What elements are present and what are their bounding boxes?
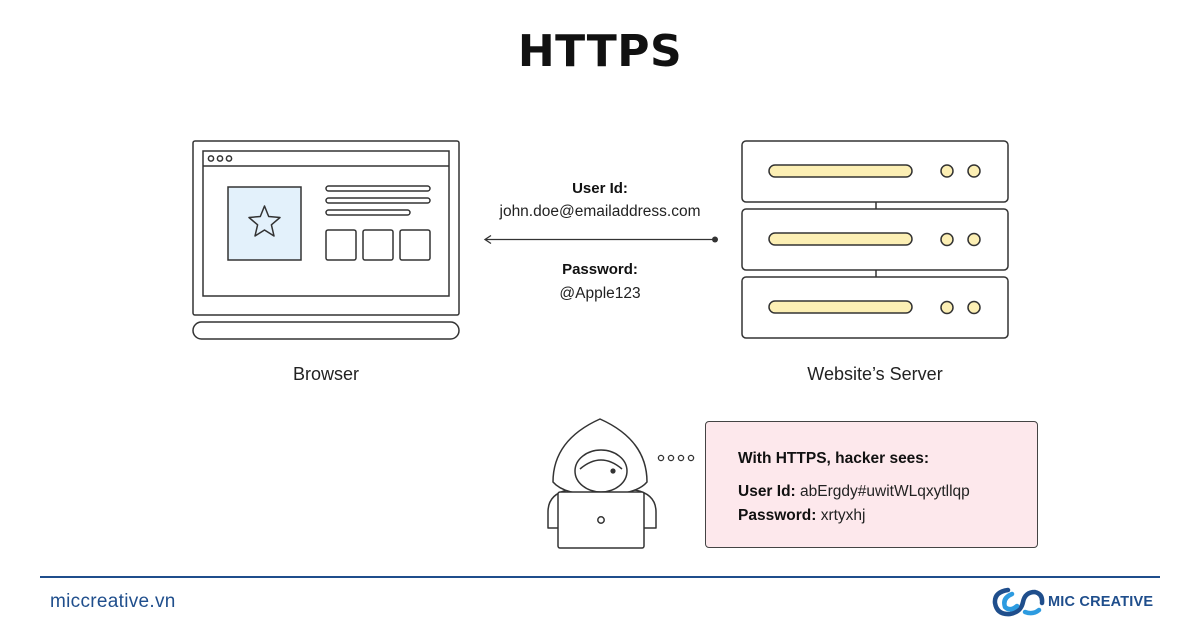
hacker-view-password: Password: xrtyxhj [738, 507, 866, 525]
server-unit [741, 208, 1009, 271]
user-id-label: User Id: [572, 180, 628, 197]
server-stack-illustration [741, 140, 1009, 339]
password-value: @Apple123 [559, 285, 641, 302]
status-light-icon [967, 300, 981, 315]
server-caption: Website’s Server [807, 364, 943, 384]
server-unit [741, 276, 1009, 339]
hacker-view-user-id: User Id: abErgdy#uwitWLqxytllqp [738, 483, 970, 501]
status-light-icon [967, 232, 981, 247]
footer-divider [40, 576, 1160, 578]
hacker-view-user-id-value: abErgdy#uwitWLqxytllqp [800, 483, 970, 500]
ellipsis-dots-icon [657, 454, 695, 462]
text-line-placeholder [325, 197, 431, 204]
hacker-icon [547, 418, 657, 549]
password-label: Password: [562, 261, 638, 278]
thumbnail-placeholder [399, 229, 431, 261]
status-light-icon [967, 164, 981, 178]
browser-caption: Browser [292, 364, 359, 384]
status-light-icon [940, 300, 954, 315]
user-id-value: john.doe@emailaddress.com [499, 203, 701, 220]
hacker-view-box: With HTTPS, hacker sees: User Id: abErgd… [705, 421, 1038, 548]
browser-laptop-illustration [192, 140, 460, 340]
site-url: miccreative.vn [50, 591, 176, 612]
server-unit [741, 140, 1009, 203]
hacker-view-password-value: xrtyxhj [820, 507, 866, 524]
laptop-base [192, 321, 460, 340]
window-dot-icon [225, 155, 233, 162]
status-light-icon [940, 164, 954, 178]
mic-creative-logo-icon [992, 587, 1045, 617]
star-panel [227, 186, 302, 261]
hacker-view-password-label: Password: [738, 507, 817, 524]
star-icon [248, 205, 281, 237]
thumbnail-placeholder [362, 229, 394, 261]
transfer-arrow [483, 234, 718, 245]
brand-name: MIC CREATIVE [1048, 594, 1154, 610]
thumbnail-placeholder [325, 229, 357, 261]
page-title: HTTPS [517, 26, 683, 77]
window-dot-icon [207, 155, 215, 162]
hacker-view-user-id-label: User Id: [738, 483, 796, 500]
window-dot-icon [216, 155, 224, 162]
text-line-placeholder [325, 209, 411, 216]
text-line-placeholder [325, 185, 431, 192]
status-light-icon [940, 232, 954, 247]
hacker-view-heading: With HTTPS, hacker sees: [738, 450, 930, 467]
